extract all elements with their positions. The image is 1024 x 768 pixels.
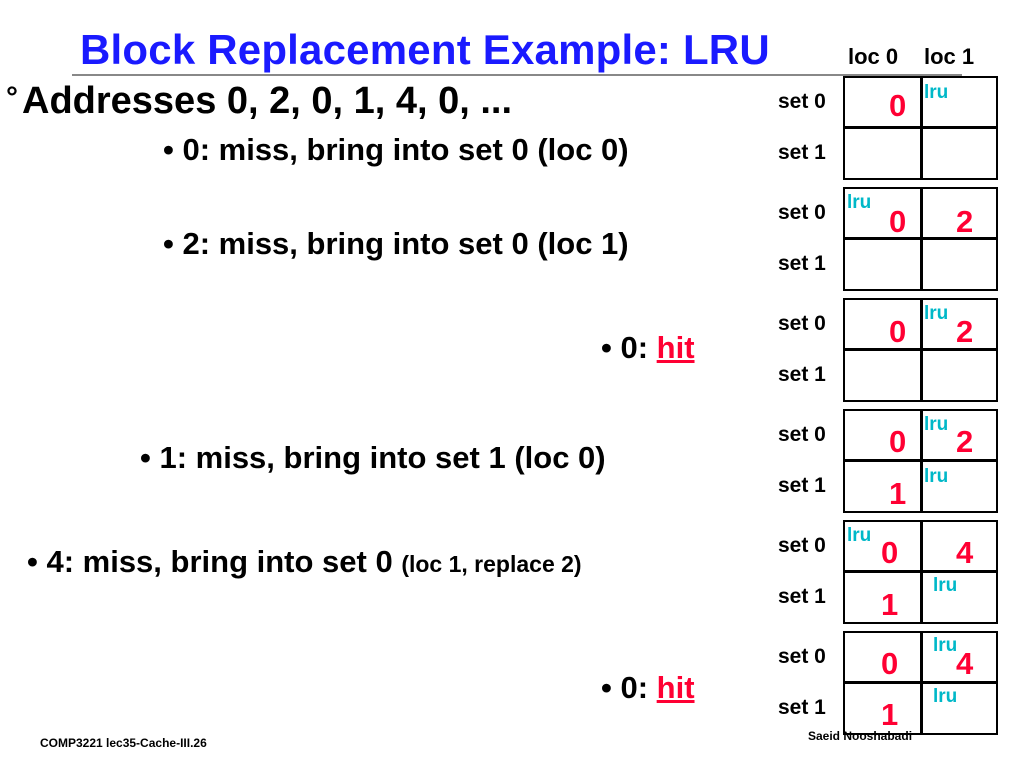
- set-1-label: set 1: [778, 252, 826, 275]
- set-0-label: set 0: [778, 423, 826, 446]
- lru-marker: lru: [933, 635, 958, 656]
- set-0-label: set 0: [778, 645, 826, 668]
- step-5: • 4: miss, bring into set 0 (loc 1, repl…: [27, 544, 582, 580]
- set-1-label: set 1: [778, 696, 826, 719]
- step-5-text: • 4: miss, bring into set 0: [27, 544, 402, 579]
- loc-0-header: loc 0: [848, 44, 899, 69]
- cache-value: 0: [889, 204, 907, 239]
- cache-state-1: [843, 76, 998, 180]
- hit-label: hit: [656, 330, 695, 365]
- step-3-prefix: • 0:: [601, 330, 657, 365]
- cache-value: 4: [956, 535, 974, 570]
- step-5-detail: (loc 1, replace 2): [401, 551, 582, 577]
- lru-marker: lru: [924, 82, 949, 103]
- set-0-label: set 0: [778, 534, 826, 557]
- main-bullet-text: Addresses 0, 2, 0, 1, 4, 0, ...: [22, 80, 513, 122]
- cache-value: 0: [881, 646, 899, 681]
- set-1-label: set 1: [778, 141, 826, 164]
- set-1-label: set 1: [778, 585, 826, 608]
- lru-marker: lru: [924, 466, 949, 487]
- step-1: • 0: miss, bring into set 0 (loc 0): [163, 132, 629, 167]
- set-0-label: set 0: [778, 90, 826, 113]
- cache-value: 2: [956, 204, 974, 239]
- cache-value: 0: [881, 535, 899, 570]
- cache-value: 1: [881, 587, 899, 622]
- footer-right: Saeid Nooshabadi: [808, 729, 913, 743]
- lru-marker: lru: [924, 414, 949, 435]
- cache-value: 2: [956, 424, 974, 459]
- cache-value: 4: [956, 646, 974, 681]
- cache-state-2: [843, 187, 998, 291]
- cache-state-4: [843, 409, 998, 513]
- title-underline: [72, 74, 962, 76]
- cache-value: 1: [889, 476, 907, 511]
- footer-left: COMP3221 lec35-Cache-III.26: [40, 736, 207, 750]
- loc-1-header: loc 1: [924, 44, 975, 69]
- main-bullet: °Addresses 0, 2, 0, 1, 4, 0, ...: [6, 80, 512, 123]
- step-6-prefix: • 0:: [601, 670, 657, 705]
- slide-title: Block Replacement Example: LRU: [80, 26, 770, 73]
- set-0-label: set 0: [778, 312, 826, 335]
- step-3: • 0: hit: [601, 330, 695, 366]
- lru-marker: lru: [924, 303, 949, 324]
- cache-state-5: [843, 520, 998, 624]
- cache-value: 0: [889, 88, 907, 123]
- set-0-label: set 0: [778, 201, 826, 224]
- step-6: • 0: hit: [601, 670, 695, 706]
- lru-marker: lru: [847, 192, 872, 213]
- cache-value: 0: [889, 314, 907, 349]
- cache-value: 0: [889, 424, 907, 459]
- lru-marker: lru: [847, 525, 872, 546]
- step-2: • 2: miss, bring into set 0 (loc 1): [163, 226, 629, 261]
- lru-marker: lru: [933, 575, 958, 596]
- lru-marker: lru: [933, 686, 958, 707]
- cache-state-3: [843, 298, 998, 402]
- cache-value: 1: [881, 697, 899, 732]
- cache-value: 2: [956, 314, 974, 349]
- hit-label: hit: [656, 670, 695, 705]
- step-4: • 1: miss, bring into set 1 (loc 0): [140, 440, 606, 475]
- cache-state-6: [843, 631, 998, 735]
- set-1-label: set 1: [778, 363, 826, 386]
- set-1-label: set 1: [778, 474, 826, 497]
- degree-bullet-icon: °: [6, 81, 18, 114]
